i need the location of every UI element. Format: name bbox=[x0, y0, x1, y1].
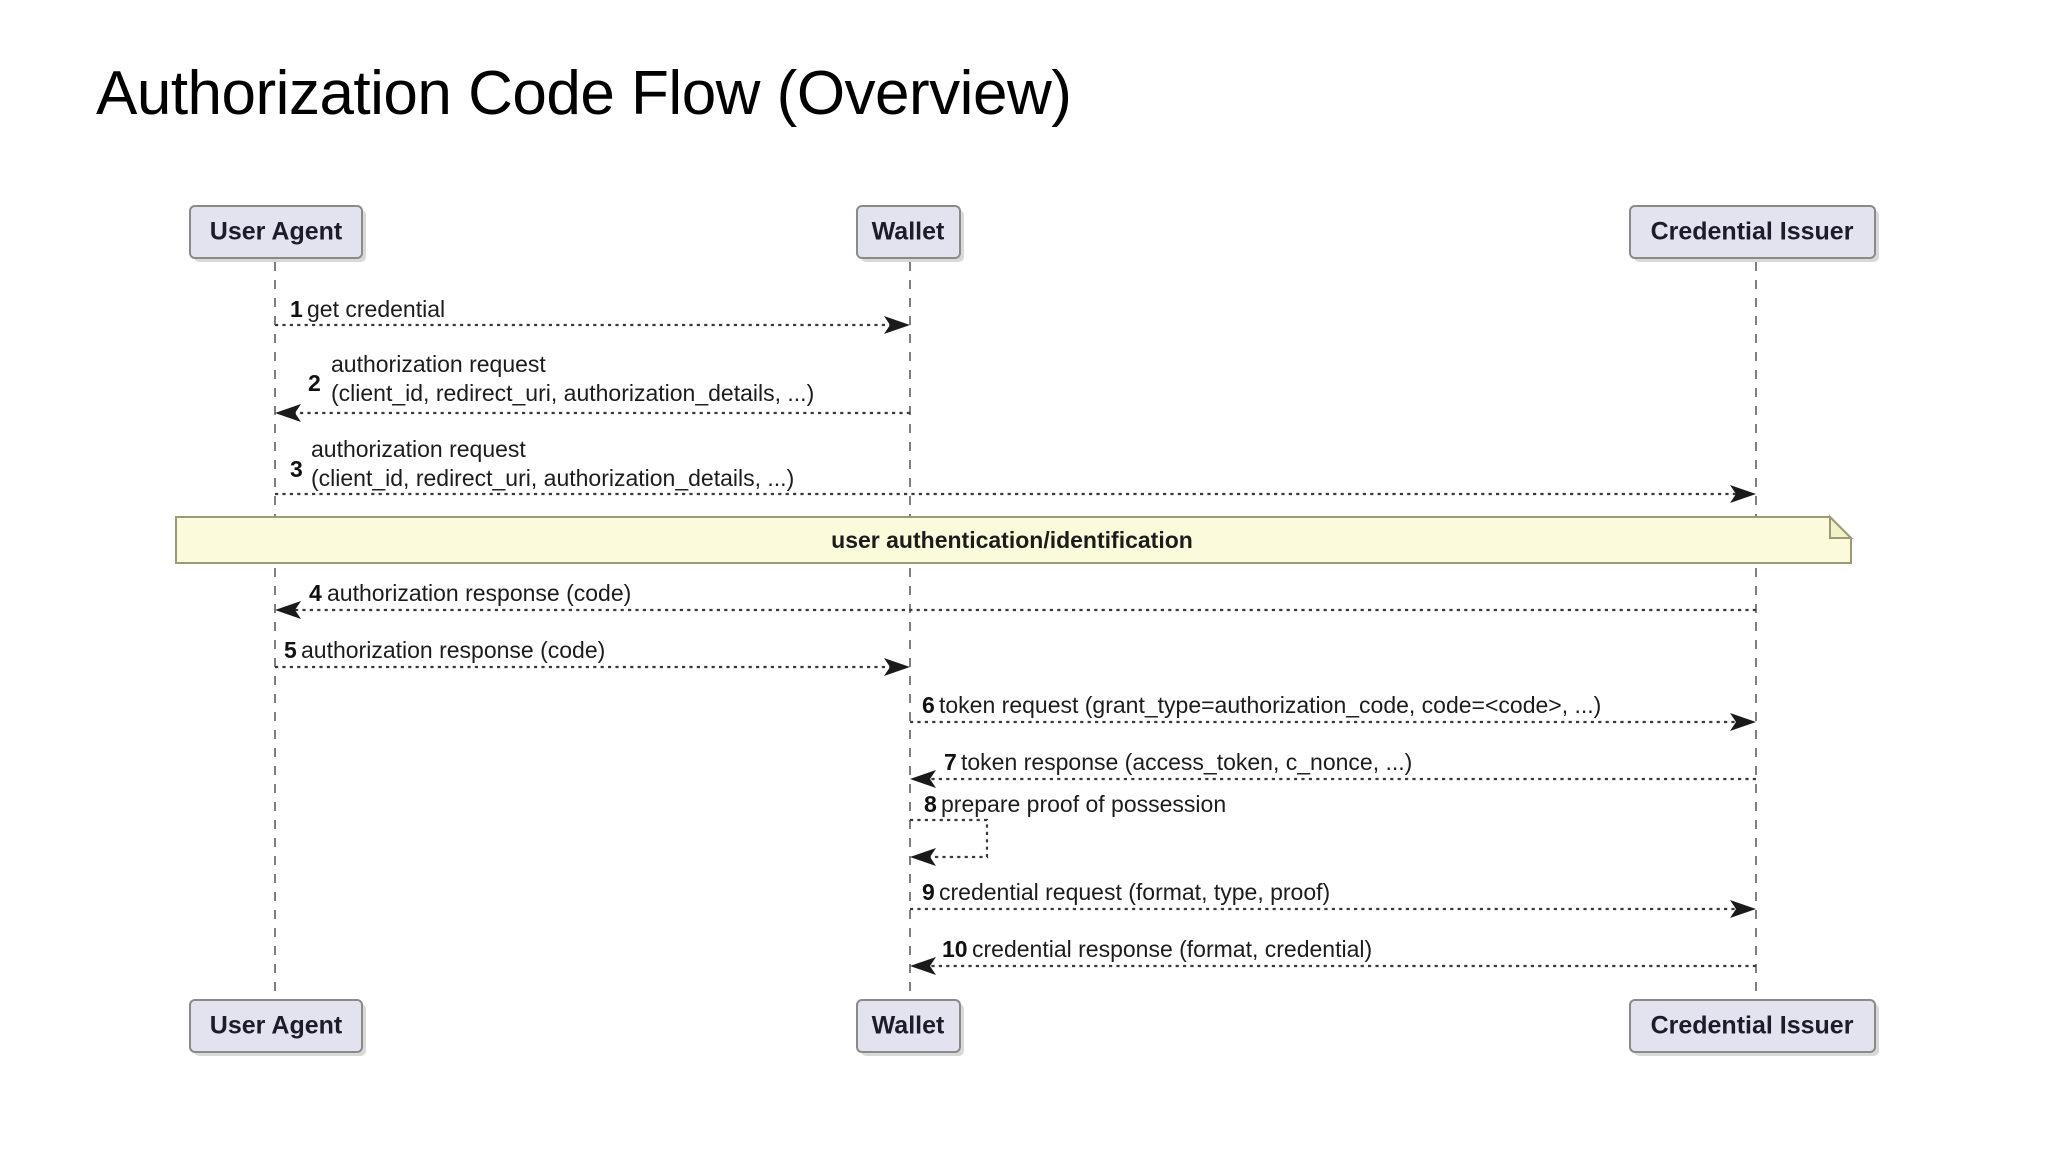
message-2[interactable]: 2 authorization request (client_id, redi… bbox=[275, 351, 910, 422]
note-fold-corner bbox=[1829, 514, 1854, 539]
arrowhead-left-8 bbox=[910, 848, 936, 866]
arrowhead-left-7 bbox=[910, 770, 936, 788]
message-5-label: authorization response (code) bbox=[301, 637, 605, 663]
arrowhead-right-1 bbox=[884, 316, 910, 334]
arrowhead-left-4 bbox=[275, 601, 301, 619]
message-8-number: 8 bbox=[924, 791, 937, 817]
participant-top-user-agent[interactable]: User Agent bbox=[189, 205, 366, 262]
participant-label-user-agent-top: User Agent bbox=[210, 218, 343, 246]
participant-label-user-agent-bottom: User Agent bbox=[210, 1012, 343, 1040]
arrowhead-right-5 bbox=[884, 658, 910, 676]
participant-bottom-credential-issuer[interactable]: Credential Issuer bbox=[1629, 999, 1879, 1056]
message-7-label: token response (access_token, c_nonce, .… bbox=[961, 749, 1412, 775]
note-body bbox=[175, 516, 1852, 564]
arrowhead-left-10 bbox=[910, 957, 936, 975]
arrowhead-right-9 bbox=[1730, 900, 1756, 918]
message-6[interactable]: 6 token request (grant_type=authorizatio… bbox=[910, 692, 1756, 731]
participant-top-credential-issuer[interactable]: Credential Issuer bbox=[1629, 205, 1879, 262]
message-3-number: 3 bbox=[290, 456, 303, 482]
message-6-number: 6 bbox=[922, 692, 935, 718]
participant-box-user-agent-top[interactable] bbox=[189, 205, 363, 259]
message-5[interactable]: 5 authorization response (code) bbox=[275, 637, 910, 676]
participant-box-wallet-bottom[interactable] bbox=[856, 999, 961, 1053]
message-4[interactable]: 4 authorization response (code) bbox=[275, 580, 1756, 619]
message-4-label: authorization response (code) bbox=[327, 580, 631, 606]
arrowhead-right-6 bbox=[1730, 713, 1756, 731]
page-title: Authorization Code Flow (Overview) bbox=[96, 59, 1072, 128]
message-4-number: 4 bbox=[309, 580, 322, 606]
message-2-label-line2: (client_id, redirect_uri, authorization_… bbox=[331, 380, 814, 406]
user-auth-note: user authentication/identification bbox=[175, 514, 1854, 564]
message-1-number: 1 bbox=[290, 296, 303, 322]
arrowhead-right-3 bbox=[1730, 485, 1756, 503]
participant-box-user-agent-bottom[interactable] bbox=[189, 999, 363, 1053]
message-9-number: 9 bbox=[922, 879, 935, 905]
participant-box-credential-issuer-top[interactable] bbox=[1629, 205, 1876, 259]
message-6-label: token request (grant_type=authorization_… bbox=[939, 692, 1601, 718]
participant-label-wallet-bottom: Wallet bbox=[872, 1012, 945, 1040]
message-1-label: get credential bbox=[307, 296, 445, 322]
message-10-label: credential response (format, credential) bbox=[972, 936, 1372, 962]
participant-label-wallet-top: Wallet bbox=[872, 218, 945, 246]
message-2-label-line1: authorization request bbox=[331, 351, 546, 377]
participant-bottom-user-agent[interactable]: User Agent bbox=[189, 999, 366, 1056]
lifelines bbox=[274, 262, 1757, 1000]
message-5-number: 5 bbox=[284, 637, 297, 663]
message-3-label-line2: (client_id, redirect_uri, authorization_… bbox=[311, 465, 794, 491]
message-7[interactable]: 7 token response (access_token, c_nonce,… bbox=[910, 749, 1756, 788]
message-3[interactable]: 3 authorization request (client_id, redi… bbox=[275, 436, 1756, 503]
message-8-label: prepare proof of possession bbox=[941, 791, 1226, 817]
message-10-number: 10 bbox=[942, 936, 968, 962]
message-7-number: 7 bbox=[944, 749, 957, 775]
note-label: user authentication/identification bbox=[831, 527, 1193, 553]
participant-label-credential-issuer-bottom: Credential Issuer bbox=[1651, 1012, 1854, 1040]
message-10[interactable]: 10 credential response (format, credenti… bbox=[910, 936, 1756, 975]
arrowhead-left-2 bbox=[275, 404, 301, 422]
message-1[interactable]: 1 get credential bbox=[275, 296, 910, 334]
message-8[interactable]: 8 prepare proof of possession bbox=[910, 791, 1226, 866]
participant-top-wallet[interactable]: Wallet bbox=[856, 205, 964, 262]
message-9[interactable]: 9 credential request (format, type, proo… bbox=[910, 879, 1756, 918]
participant-box-credential-issuer-bottom[interactable] bbox=[1629, 999, 1876, 1053]
message-2-number: 2 bbox=[308, 370, 321, 396]
message-8-self-loop bbox=[910, 818, 989, 859]
participant-bottom-wallet[interactable]: Wallet bbox=[856, 999, 964, 1056]
participant-box-wallet-top[interactable] bbox=[856, 205, 961, 259]
message-3-label-line1: authorization request bbox=[311, 436, 526, 462]
participant-label-credential-issuer-top: Credential Issuer bbox=[1651, 218, 1854, 246]
message-9-label: credential request (format, type, proof) bbox=[939, 879, 1330, 905]
